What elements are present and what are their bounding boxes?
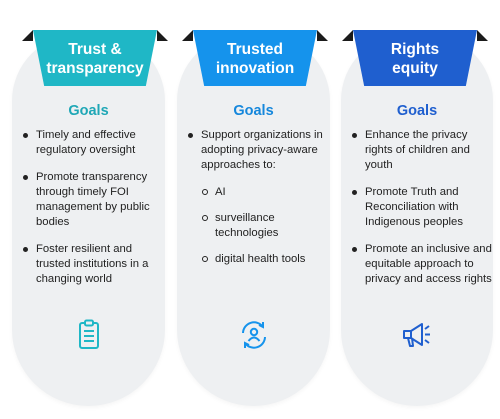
goals-heading: Goals <box>68 103 109 119</box>
ribbon-fold-right <box>157 30 168 41</box>
ribbon-fold-left <box>22 30 33 41</box>
list-item: Support organizations in adopting privac… <box>187 128 326 267</box>
ribbon-fold-left <box>342 30 353 41</box>
person-cycle-icon <box>242 321 266 349</box>
list-item: Timely and effective regulatory oversigh… <box>22 128 157 158</box>
card-trust-transparency <box>12 34 165 406</box>
goals-heading: Goals <box>396 103 438 119</box>
goals-list: Enhance the privacy rights of children a… <box>351 128 493 299</box>
banner-title-line2: innovation <box>215 60 295 77</box>
goals-heading: Goals <box>233 103 274 119</box>
sub-list: AI surveillance technologies digital hea… <box>201 185 326 267</box>
card-rights-equity <box>341 34 493 406</box>
clipboard-icon <box>79 319 99 349</box>
list-item: Promote Truth and Reconciliation with In… <box>351 185 493 230</box>
list-item: Promote transparency through timely FOI … <box>22 170 157 230</box>
megaphone-icon <box>403 323 430 347</box>
sub-list-item: digital health tools <box>201 252 326 267</box>
list-item: Promote an inclusive and equitable appro… <box>351 242 493 287</box>
banner-trusted-innovation: Trusted innovation <box>193 30 317 86</box>
banner-title-line1: Trust & <box>68 41 122 58</box>
banner-rights-equity: Rights equity <box>353 30 477 86</box>
banner-title-line1: Trusted <box>227 41 283 58</box>
banner-title-line2: equity <box>392 60 438 77</box>
ribbon-fold-right <box>477 30 488 41</box>
goals-list: Support organizations in adopting privac… <box>187 128 326 279</box>
list-item: Enhance the privacy rights of children a… <box>351 128 493 173</box>
list-item: Foster resilient and trusted institution… <box>22 242 157 287</box>
banner-title-line2: transparency <box>46 60 144 77</box>
sub-list-item: surveillance technologies <box>201 211 326 241</box>
banner-title-line1: Rights <box>390 41 440 58</box>
goals-list: Timely and effective regulatory oversigh… <box>22 128 157 299</box>
sub-list-item: AI <box>201 185 326 200</box>
ribbon-fold-right <box>317 30 328 41</box>
ribbon-fold-left <box>182 30 193 41</box>
list-item-text: Support organizations in adopting privac… <box>201 129 323 171</box>
banner-trust-transparency: Trust & transparency <box>33 30 157 86</box>
